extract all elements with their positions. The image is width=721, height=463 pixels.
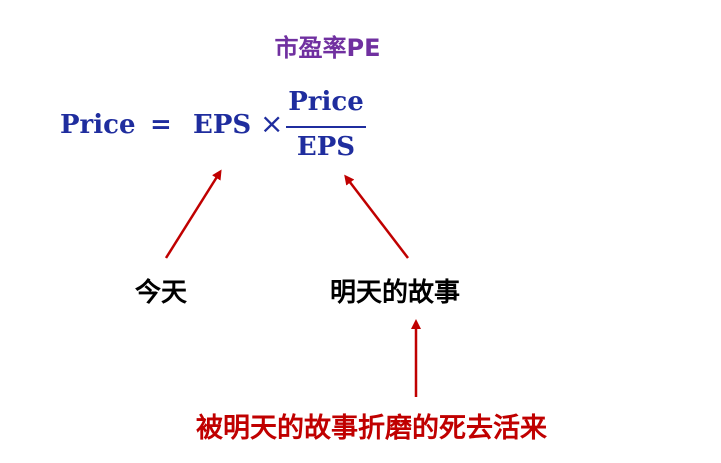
formula-fraction-bar <box>286 126 366 128</box>
arrow-story-to-fraction <box>344 174 409 259</box>
formula-fraction-denominator: EPS <box>296 132 356 162</box>
title-text: 市盈率PE <box>274 34 381 62</box>
formula-eps-factor: EPS <box>193 110 252 140</box>
formula-lhs-price: Price <box>60 110 136 140</box>
arrow-today-to-eps <box>164 169 222 259</box>
caption-text: 被明天的故事折磨的死去活来 <box>196 413 547 444</box>
label-today: 今天 <box>135 278 188 308</box>
formula-times-sign: × <box>260 107 284 140</box>
label-tomorrow-story: 明天的故事 <box>330 278 461 308</box>
formula-equals-sign: = <box>150 110 172 140</box>
formula-fraction-numerator: Price <box>288 87 364 117</box>
slide-title: 市盈率PE <box>0 28 721 63</box>
